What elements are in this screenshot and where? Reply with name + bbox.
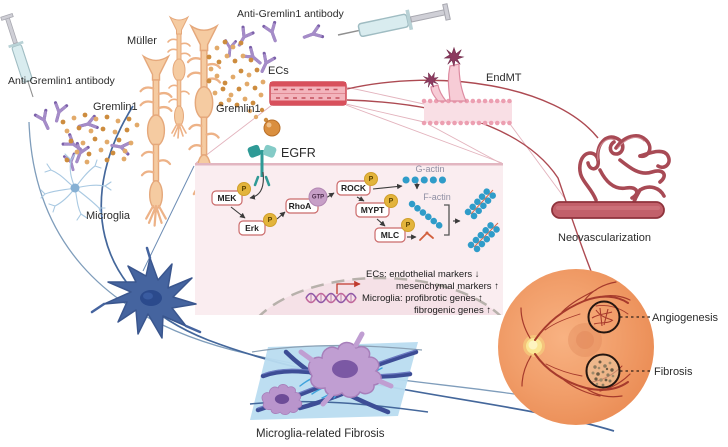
gtp-badge: GTP xyxy=(312,195,324,201)
bracket xyxy=(444,204,450,236)
fundus-image xyxy=(498,269,654,425)
node-mypt: MYPT xyxy=(361,205,385,215)
fibrosis-callout-circle xyxy=(585,353,621,389)
node-rock: ROCK xyxy=(341,183,367,193)
antibody-icon xyxy=(232,25,255,50)
phospho-badge: P xyxy=(268,217,273,224)
gremlin1-label-center: Gremlin1 xyxy=(216,103,261,115)
fibrosis-label: Fibrosis xyxy=(654,366,693,378)
g-actin-label: G-actin xyxy=(415,164,444,174)
activated-microglia xyxy=(90,246,202,339)
angiogenesis-label: Angiogenesis xyxy=(652,312,719,324)
antibody-icon xyxy=(300,24,325,45)
nucleus-effect-line: Microglia: profibrotic genes ↑ xyxy=(362,293,483,304)
microglia-label: Microglia xyxy=(86,210,131,222)
zoom-fan-lines xyxy=(195,86,567,201)
gremlin1-ligand-icon xyxy=(263,119,281,137)
stress-fibers-icon xyxy=(464,184,505,253)
flow-arc-light xyxy=(28,121,561,403)
neovascularization-graphic xyxy=(551,134,671,219)
actin-assembly: G-actin F-actin xyxy=(402,164,505,253)
endmt-vessel xyxy=(420,47,515,126)
syringe-icon xyxy=(337,3,451,38)
anti-gremlin1-antibody-label-left: Anti-Gremlin1 antibody xyxy=(8,75,116,87)
angiogenesis-callout-circle xyxy=(587,300,621,334)
muller-label: Müller xyxy=(127,35,157,47)
neovascularization-label: Neovascularization xyxy=(558,232,651,244)
antibody-icon xyxy=(241,45,266,69)
flow-arc-dark xyxy=(100,105,615,432)
node-mek: MEK xyxy=(218,193,238,203)
fibroblast-cell xyxy=(261,384,303,416)
node-rhoa: RhoA xyxy=(289,201,312,211)
phospho-badge: P xyxy=(406,222,411,229)
dna-helix-icon xyxy=(305,292,357,304)
f-actin-label: F-actin xyxy=(423,192,451,202)
syringe-icon xyxy=(0,13,34,98)
egfr-label: EGFR xyxy=(281,146,316,160)
microglia-related-fibrosis-label: Microglia-related Fibrosis xyxy=(256,428,385,440)
membrane-line xyxy=(195,163,503,166)
phospho-badge: P xyxy=(242,186,247,193)
anti-gremlin1-antibody-label-top: Anti-Gremlin1 antibody xyxy=(237,8,345,20)
gremlin1-label-left: Gremlin1 xyxy=(93,101,138,113)
ec-capillary-vessel xyxy=(269,81,347,106)
fibroblast-cell xyxy=(298,331,394,407)
mesenchymal-cell-icon xyxy=(444,47,464,67)
nucleus-effect-line: mesenchymal markers ↑ xyxy=(396,281,499,292)
node-mlc: MLC xyxy=(381,230,399,240)
transcription-arrow xyxy=(336,280,361,294)
phospho-badge: P xyxy=(389,198,394,205)
nucleus-effect-line: fibrogenic genes ↑ xyxy=(414,305,491,316)
antibody-icon xyxy=(262,20,283,45)
nucleus-effect-line: ECs: endothelial markers ↓ xyxy=(366,269,480,280)
gremlin1-molecules-left xyxy=(60,112,140,165)
endmt-label: EndMT xyxy=(486,72,522,84)
flow-arc-overlay xyxy=(251,345,423,353)
phospho-badge: P xyxy=(369,176,374,183)
pathway-nodes: MEK P Erk P RhoA GTP ROCK P MYPT P MLC P xyxy=(211,172,415,243)
antibody-icon xyxy=(49,101,69,124)
node-erk: Erk xyxy=(245,223,259,233)
nucleus xyxy=(258,276,502,315)
ecs-label: ECs xyxy=(268,65,289,77)
vessel-connector-curves xyxy=(346,79,599,272)
egfr-receptor-icon xyxy=(247,144,277,187)
retinal-vessels xyxy=(520,281,631,398)
ramified-microglia xyxy=(40,153,112,221)
microglia-to-box-line xyxy=(142,165,195,272)
gremlin1-molecules-top xyxy=(206,39,269,123)
antibody-icon xyxy=(33,108,55,133)
